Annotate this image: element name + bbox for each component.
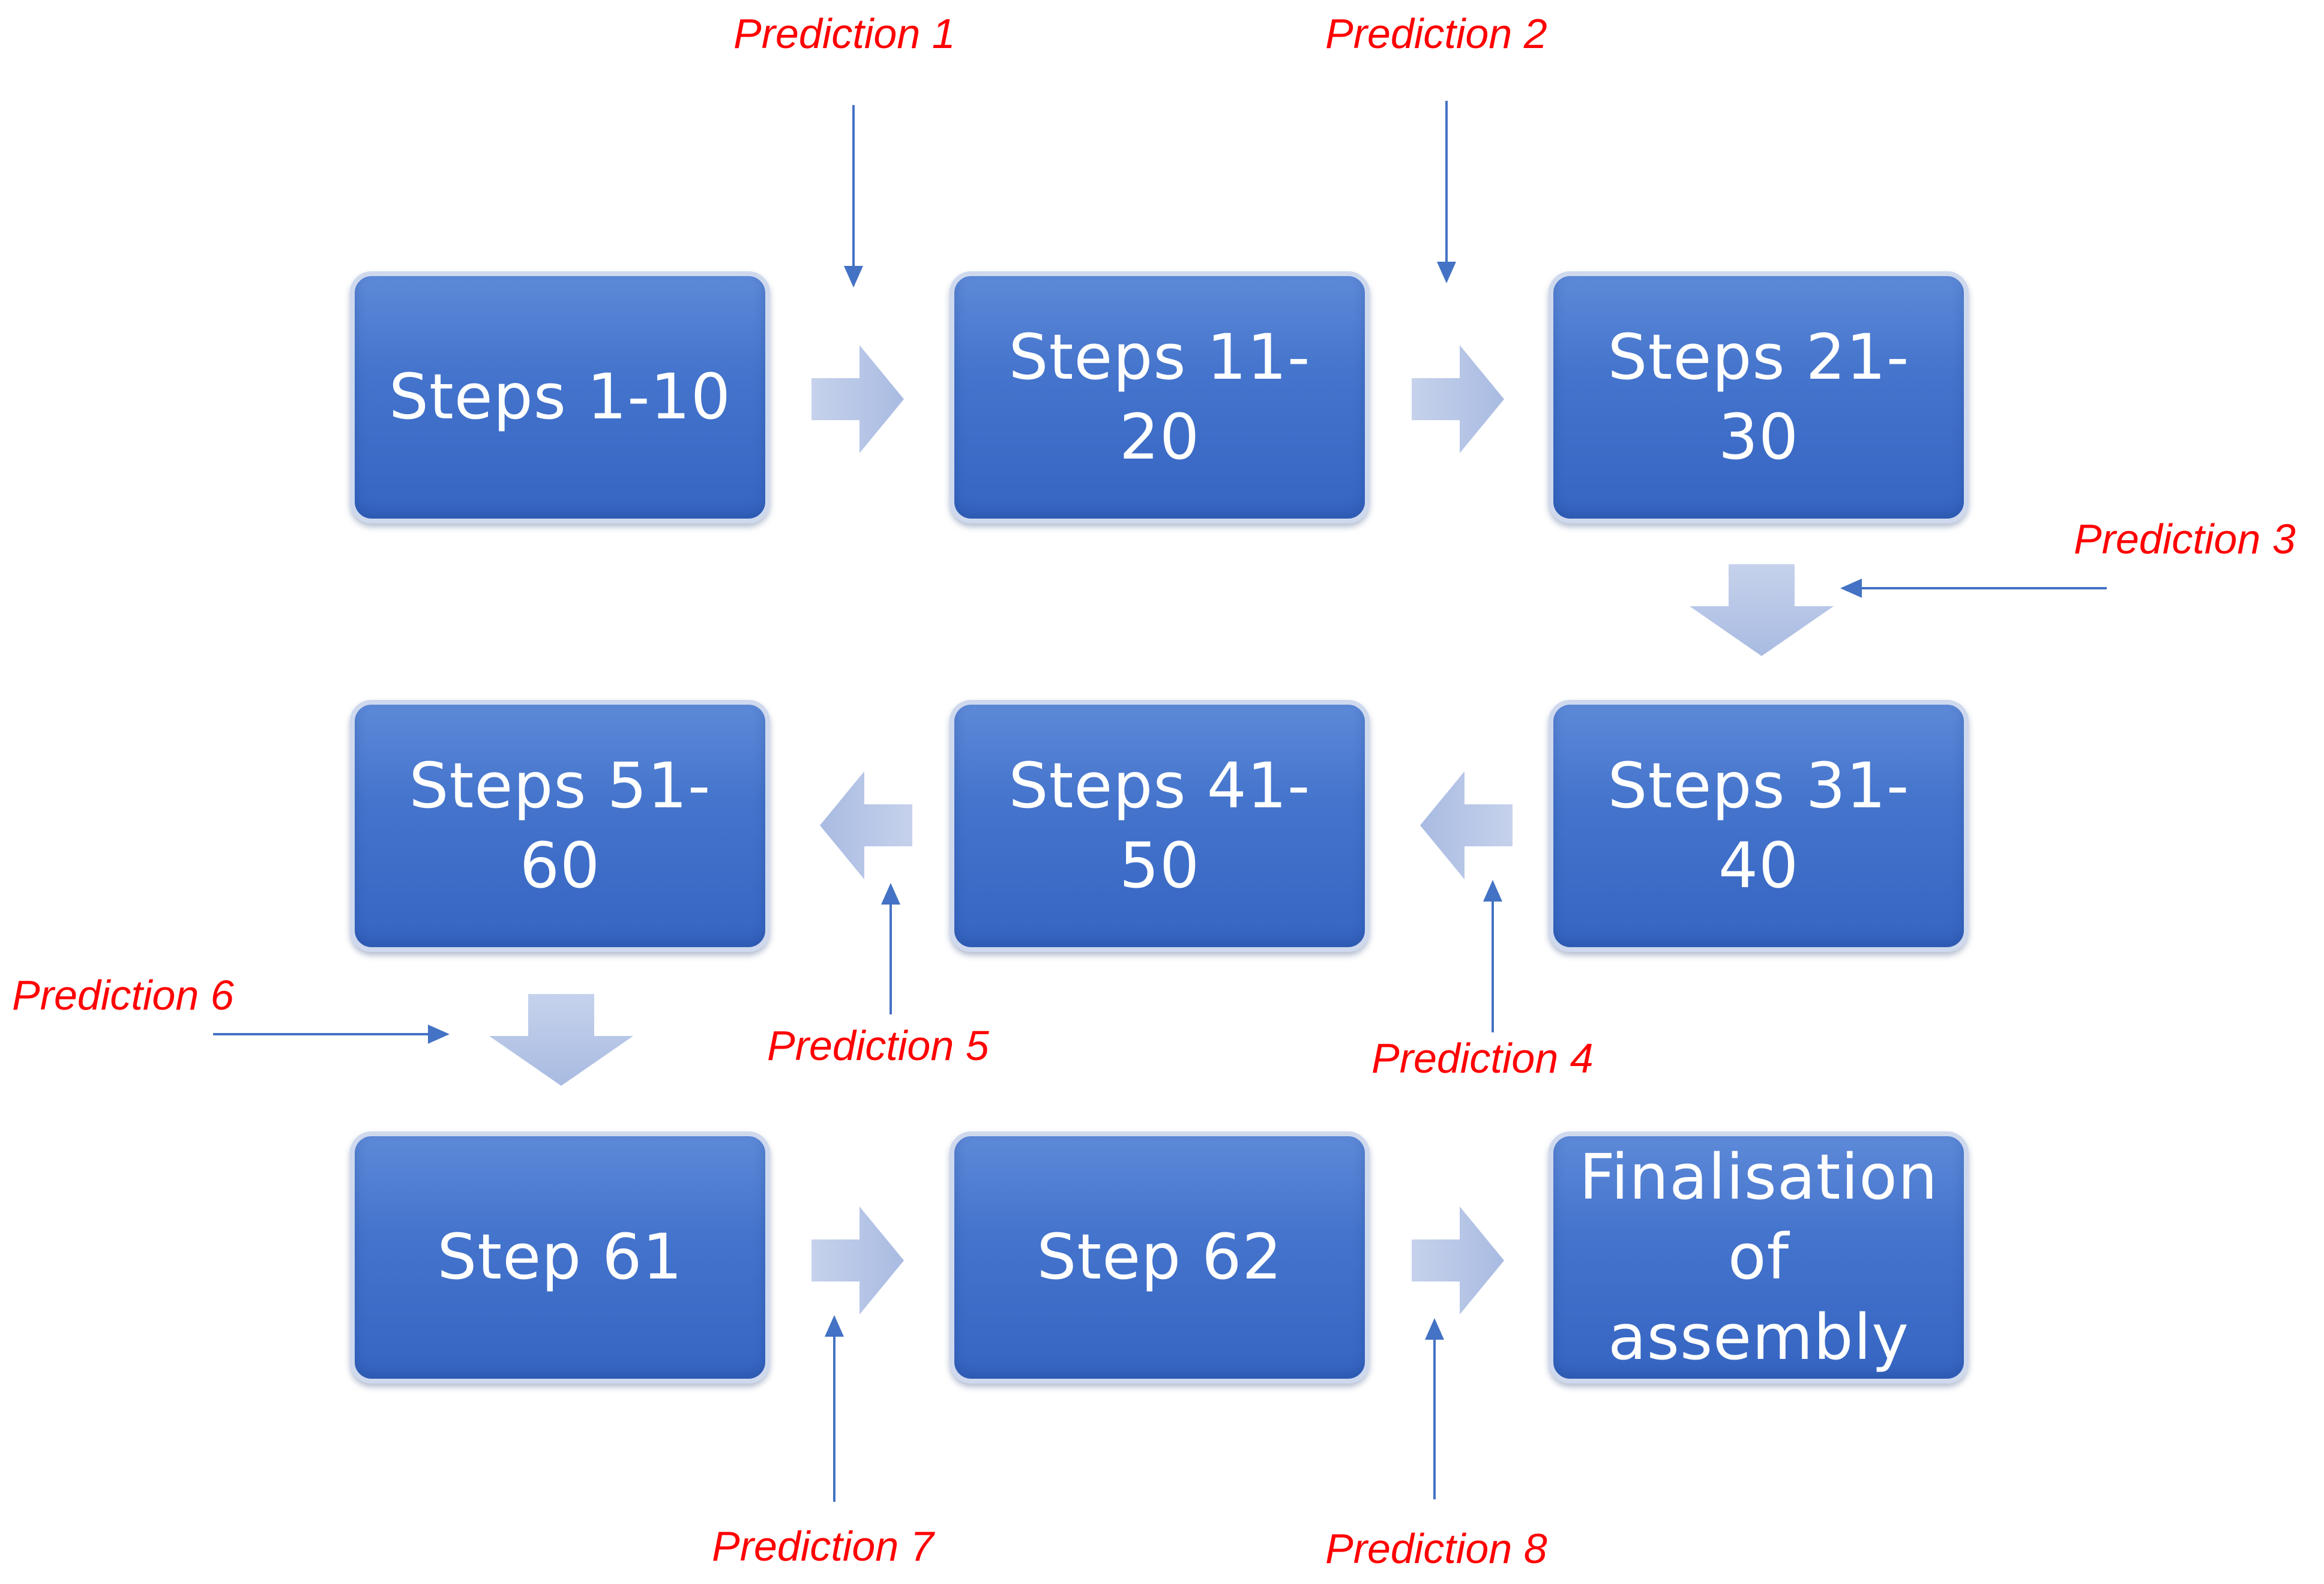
step-box-label: Steps 51-60	[409, 748, 711, 902]
step-box-8: Step 62	[950, 1131, 1370, 1384]
prediction-label-4: Prediction 4	[1371, 1035, 1594, 1082]
step-box-label: Steps 11-20	[1008, 320, 1311, 474]
flow-arrow-3-4	[1690, 564, 1834, 656]
step-box-label: Steps 41-50	[1008, 748, 1311, 902]
step-box-4: Steps 31-40	[1549, 700, 1969, 952]
prediction-label-7: Prediction 7	[712, 1523, 934, 1570]
step-box-2: Steps 11-20	[950, 271, 1370, 523]
step-box-3: Steps 21-30	[1549, 271, 1969, 523]
prediction-label-3: Prediction 3	[2074, 516, 2296, 562]
step-box-label: Step 61	[437, 1220, 683, 1294]
flow-arrow-4-5	[1420, 771, 1513, 879]
step-box-1: Steps 1-10	[350, 271, 770, 523]
step-box-label: Steps 1-10	[388, 360, 732, 434]
prediction-label-6: Prediction 6	[12, 972, 234, 1019]
prediction-label-1: Prediction 1	[733, 10, 956, 57]
step-box-label: Steps 21-30	[1607, 320, 1910, 474]
prediction-label-5: Prediction 5	[767, 1022, 989, 1069]
step-box-label: Step 62	[1037, 1220, 1283, 1294]
flow-arrow-5-6	[820, 771, 912, 879]
flow-arrow-1-2	[811, 345, 904, 453]
step-box-9: Finalisation of assembly	[1549, 1131, 1969, 1384]
step-box-6: Steps 51-60	[350, 700, 770, 952]
flow-arrow-6-7	[489, 994, 633, 1086]
step-box-5: Steps 41-50	[950, 700, 1370, 952]
step-box-label: Steps 31-40	[1607, 748, 1910, 902]
step-box-label: Finalisation of assembly	[1579, 1140, 1938, 1374]
flow-arrow-7-8	[811, 1206, 904, 1314]
step-box-7: Step 61	[350, 1131, 770, 1384]
flow-arrow-8-9	[1412, 1206, 1504, 1314]
flow-arrow-2-3	[1412, 345, 1504, 453]
prediction-label-8: Prediction 8	[1325, 1525, 1547, 1572]
prediction-label-2: Prediction 2	[1325, 10, 1547, 57]
